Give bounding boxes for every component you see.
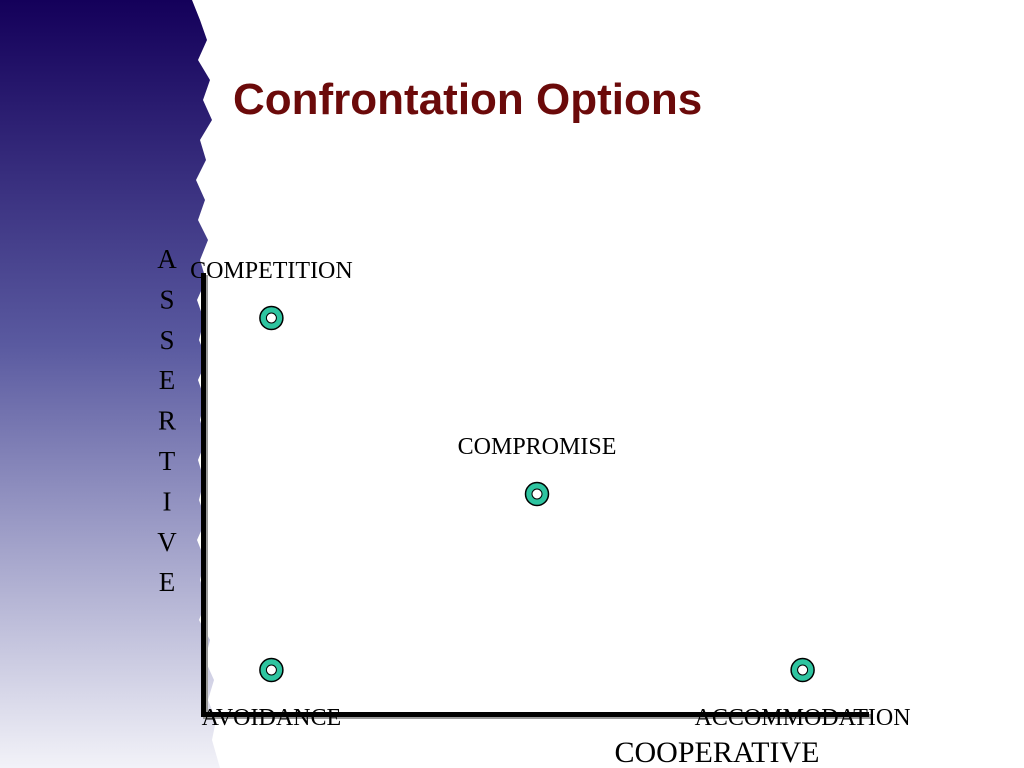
y-axis-letter: T <box>159 446 176 476</box>
node-avoidance: AVOIDANCE <box>202 657 342 731</box>
node-marker-center <box>265 664 277 676</box>
node-marker-center <box>797 664 809 676</box>
node-accommodation: ACCOMMODATION <box>695 657 911 731</box>
node-label: AVOIDANCE <box>202 705 342 731</box>
y-axis-letter: A <box>157 244 177 274</box>
y-axis-letter: E <box>159 567 176 597</box>
node-label: ACCOMMODATION <box>695 705 911 731</box>
axis-lines <box>201 273 869 717</box>
y-axis-letter: S <box>159 284 174 314</box>
y-axis-letter: V <box>157 527 177 557</box>
side-decoration-band <box>0 0 220 768</box>
node-compromise: COMPROMISE <box>458 434 617 507</box>
node-marker-center <box>265 312 277 324</box>
node-label: COMPETITION <box>190 258 353 284</box>
node-label: COMPROMISE <box>458 434 617 460</box>
axes <box>201 273 871 719</box>
y-axis-letter: I <box>163 486 172 516</box>
nodes-layer: COMPETITION COMPROMISE AVOIDANCE ACCOMMODAT… <box>190 258 911 731</box>
slide-title: Confrontation Options <box>233 75 703 124</box>
node-marker-center <box>531 488 543 500</box>
y-axis-letter: E <box>159 365 176 395</box>
y-axis-letter: R <box>158 406 176 436</box>
y-axis-letter: S <box>159 325 174 355</box>
x-axis-label: COOPERATIVE <box>614 736 819 768</box>
node-competition: COMPETITION <box>190 258 353 331</box>
